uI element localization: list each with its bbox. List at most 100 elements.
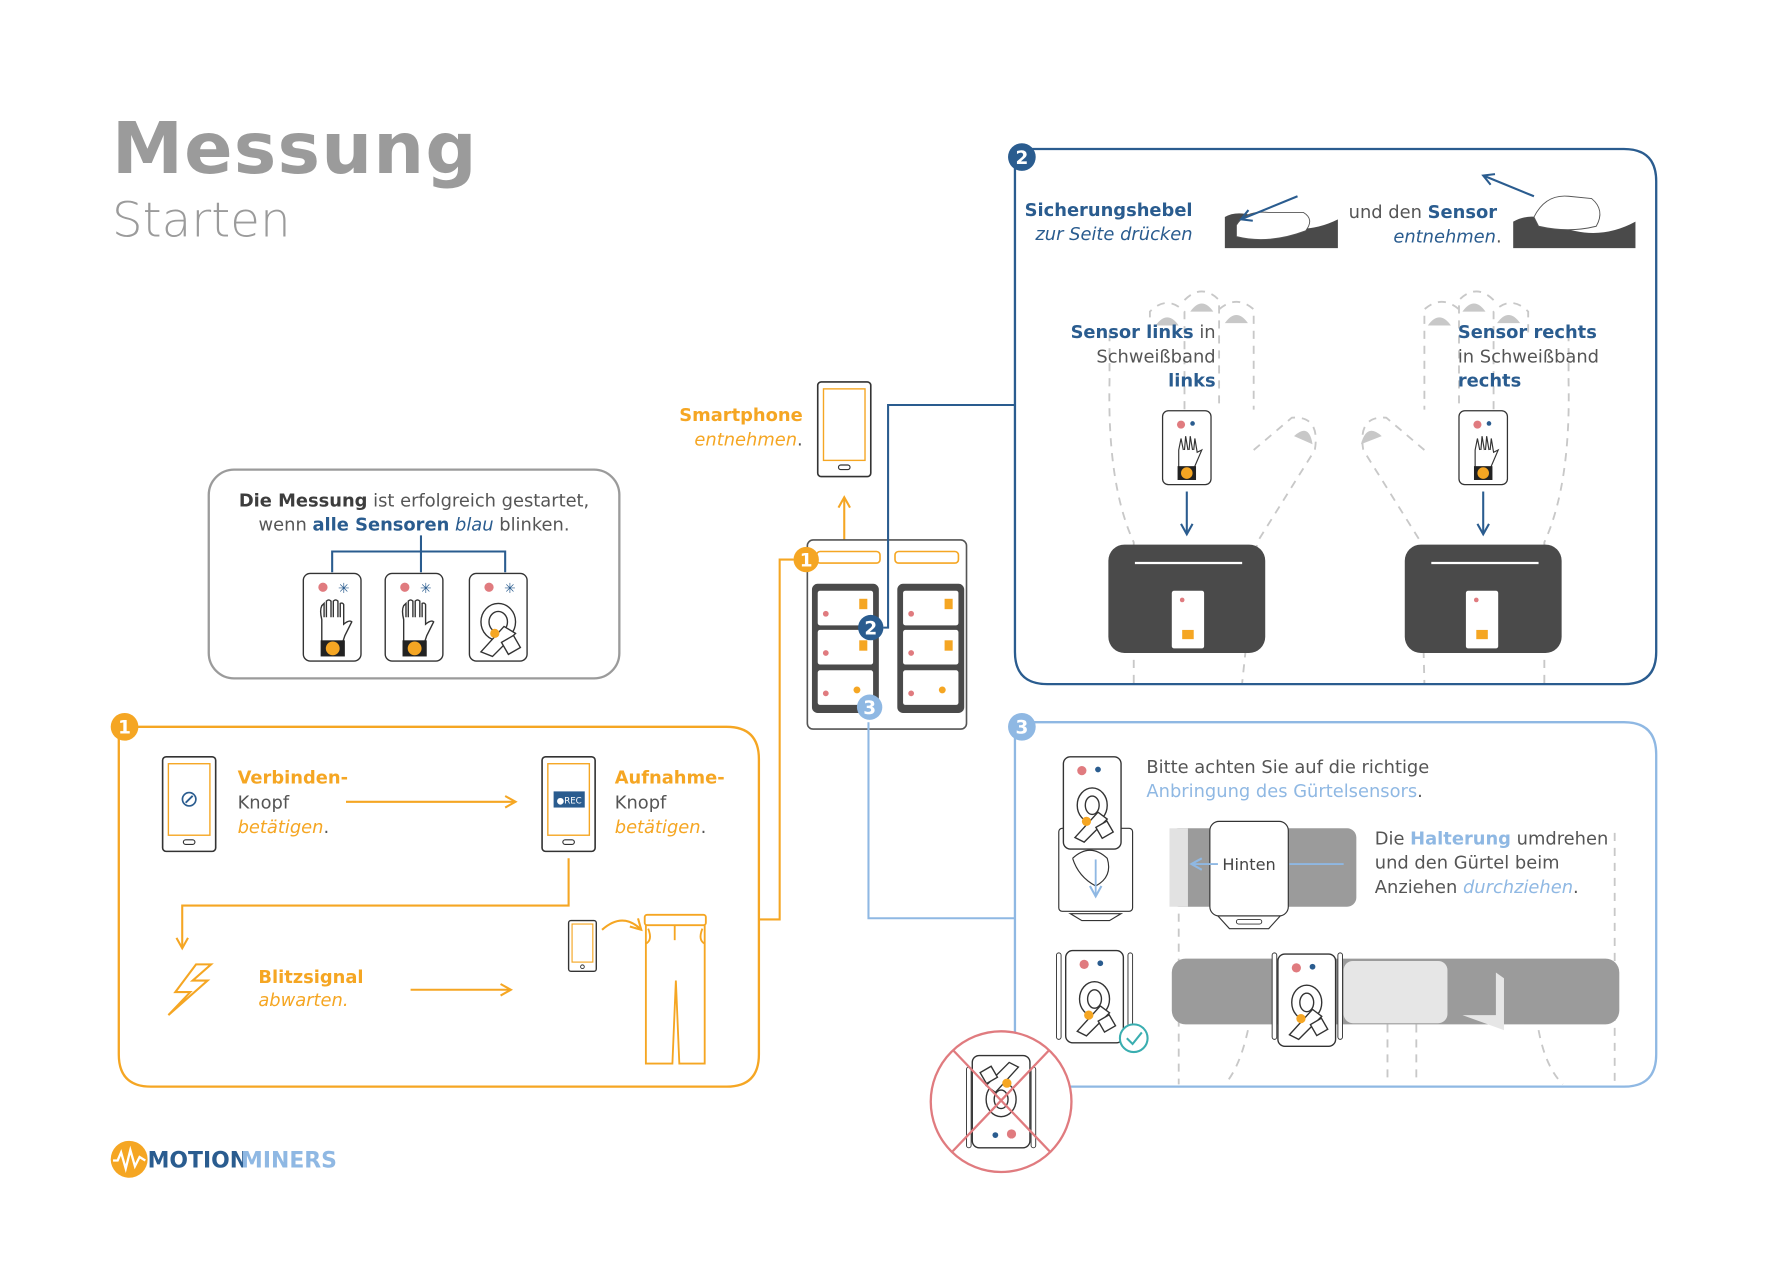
info-text: wenn [259, 515, 313, 536]
info-text: ist erfolgreich gestartet, [367, 491, 589, 512]
case-badge-1-number: 1 [800, 550, 813, 571]
remove-line1: und den Sensor [1349, 202, 1498, 223]
belt-illustration [1171, 952, 1620, 1047]
sensor-card-left: ✳ [302, 572, 362, 662]
check-icon [1118, 1023, 1149, 1054]
step2-panel: 2 Sicherungshebel zur Seite drücken und … [1008, 143, 1658, 686]
page-subtitle: Starten [112, 193, 291, 249]
left-hand-outline [1108, 290, 1317, 684]
success-info-box: Die Messung ist erfolgreich gestartet, w… [207, 468, 621, 680]
lever-action: zur Seite drücken [1034, 224, 1192, 245]
remove-bold: Sensor [1428, 202, 1498, 223]
smartphone-line2: entnehmen. [694, 429, 802, 450]
info-highlight: alle Sensoren [312, 515, 449, 536]
step3-badge [1008, 712, 1036, 741]
info-bold-text: Die Messung [239, 491, 368, 512]
left-line3: links [1168, 371, 1215, 392]
smartphone-icon [567, 919, 597, 973]
page-title: Messung [112, 107, 478, 190]
connect-title: Verbinden- [238, 767, 348, 788]
punctuation: . [701, 817, 707, 838]
record-phone: ●REC [541, 755, 596, 853]
case-badge-3 [856, 694, 883, 720]
connect-line2: Knopf [238, 793, 290, 814]
insert-arrow [601, 918, 643, 932]
instr-italic: durchziehen [1463, 877, 1573, 898]
case-badge-3-number: 3 [863, 698, 876, 719]
right-line1: Sensor rechts [1458, 322, 1597, 343]
remove-action: entnehmen [1393, 226, 1496, 247]
instr-line3: Anziehen durchziehen. [1375, 877, 1579, 898]
punctuation: . [1496, 226, 1502, 247]
connector-step1 [758, 558, 794, 921]
note-line2: Anbringung des Gürtelsensors. [1146, 781, 1422, 802]
step1-badge-number: 1 [118, 718, 131, 739]
motionminers-logo: MOTION MINERS [110, 1140, 337, 1178]
left-wristband [1108, 544, 1266, 653]
connect-action: betätigen [238, 817, 324, 838]
lever-title: Sicherungshebel [1025, 200, 1193, 221]
left-line1: Sensor links in [1071, 322, 1216, 343]
sensor-slots-right [897, 583, 965, 713]
instr-text: umdrehen [1511, 828, 1608, 849]
pants-icon [643, 913, 707, 1065]
punctuation: . [1573, 877, 1579, 898]
left-sensor-card [1161, 410, 1212, 486]
flash-line2: abwarten. [258, 990, 348, 1011]
blink-icon: ✳ [420, 581, 432, 597]
smartphone-title: Smartphone [679, 405, 802, 426]
instr-text: Anziehen [1375, 877, 1463, 898]
info-italic: blau [449, 515, 493, 536]
right-line2: in Schweißband [1458, 346, 1599, 367]
step1-panel: 1 ⊘ Verbinden- Knopf betätigen. ●REC Auf… [110, 712, 761, 1088]
right-sensor-card [1458, 410, 1509, 486]
right-line3: rechts [1458, 371, 1521, 392]
left-text: in [1194, 322, 1216, 343]
right-hand-outline [1361, 290, 1570, 684]
info-text: blinken. [494, 515, 570, 536]
case-badge-2-number: 2 [864, 619, 877, 640]
cross-line [951, 1048, 1051, 1153]
punctuation: . [323, 817, 329, 838]
instr-line2: und den Gürtel beim [1375, 853, 1560, 874]
connect-line3: betätigen. [238, 817, 330, 838]
case-badge-2 [858, 614, 884, 641]
holder-flip-illustration [1058, 756, 1134, 922]
flash-title: Blitzsignal [258, 967, 363, 988]
note-highlight: Anbringung des Gürtelsensors [1146, 781, 1417, 802]
blink-icon: ✳ [338, 581, 350, 597]
left-bold: Sensor links [1071, 322, 1194, 343]
info-line-1: Die Messung ist erfolgreich gestartet, [239, 491, 589, 512]
blink-icon: ✳ [504, 581, 516, 597]
remove-line2: entnehmen. [1393, 226, 1501, 247]
lightning-icon [167, 963, 214, 1016]
sensor-card-belt: ✳ [468, 572, 528, 662]
left-line2: Schweißband [1096, 346, 1215, 367]
correct-orientation [1056, 949, 1149, 1054]
rec-button-icon [553, 791, 585, 808]
step2-badge-number: 2 [1015, 148, 1028, 169]
record-line3: betätigen. [615, 817, 707, 838]
instr-highlight: Halterung [1410, 828, 1511, 849]
connector-step3 [867, 722, 1015, 920]
bracket-connector [331, 535, 507, 573]
info-line-2: wenn alle Sensoren blau blinken. [259, 515, 570, 536]
wrong-orientation [929, 1030, 1073, 1174]
sensor-case: Smartphone entnehmen. [679, 381, 1015, 921]
phone-slot [894, 550, 960, 564]
record-action: betätigen [615, 817, 701, 838]
connector-step2 [883, 403, 1015, 629]
punctuation: . [1417, 781, 1423, 802]
fingernails [1155, 303, 1313, 445]
rec-label: ●REC [557, 797, 582, 807]
logo-text-miners: MINERS [241, 1148, 337, 1173]
wifi-off-icon: ⊘ [179, 786, 198, 812]
sensor-slots-left [811, 583, 879, 713]
step2-badge [1008, 143, 1036, 171]
record-line2: Knopf [615, 793, 667, 814]
remove-text: und den [1349, 202, 1428, 223]
instr-line1: Die Halterung umdrehen [1375, 828, 1608, 849]
sensor-remove-illustration [1481, 173, 1636, 249]
